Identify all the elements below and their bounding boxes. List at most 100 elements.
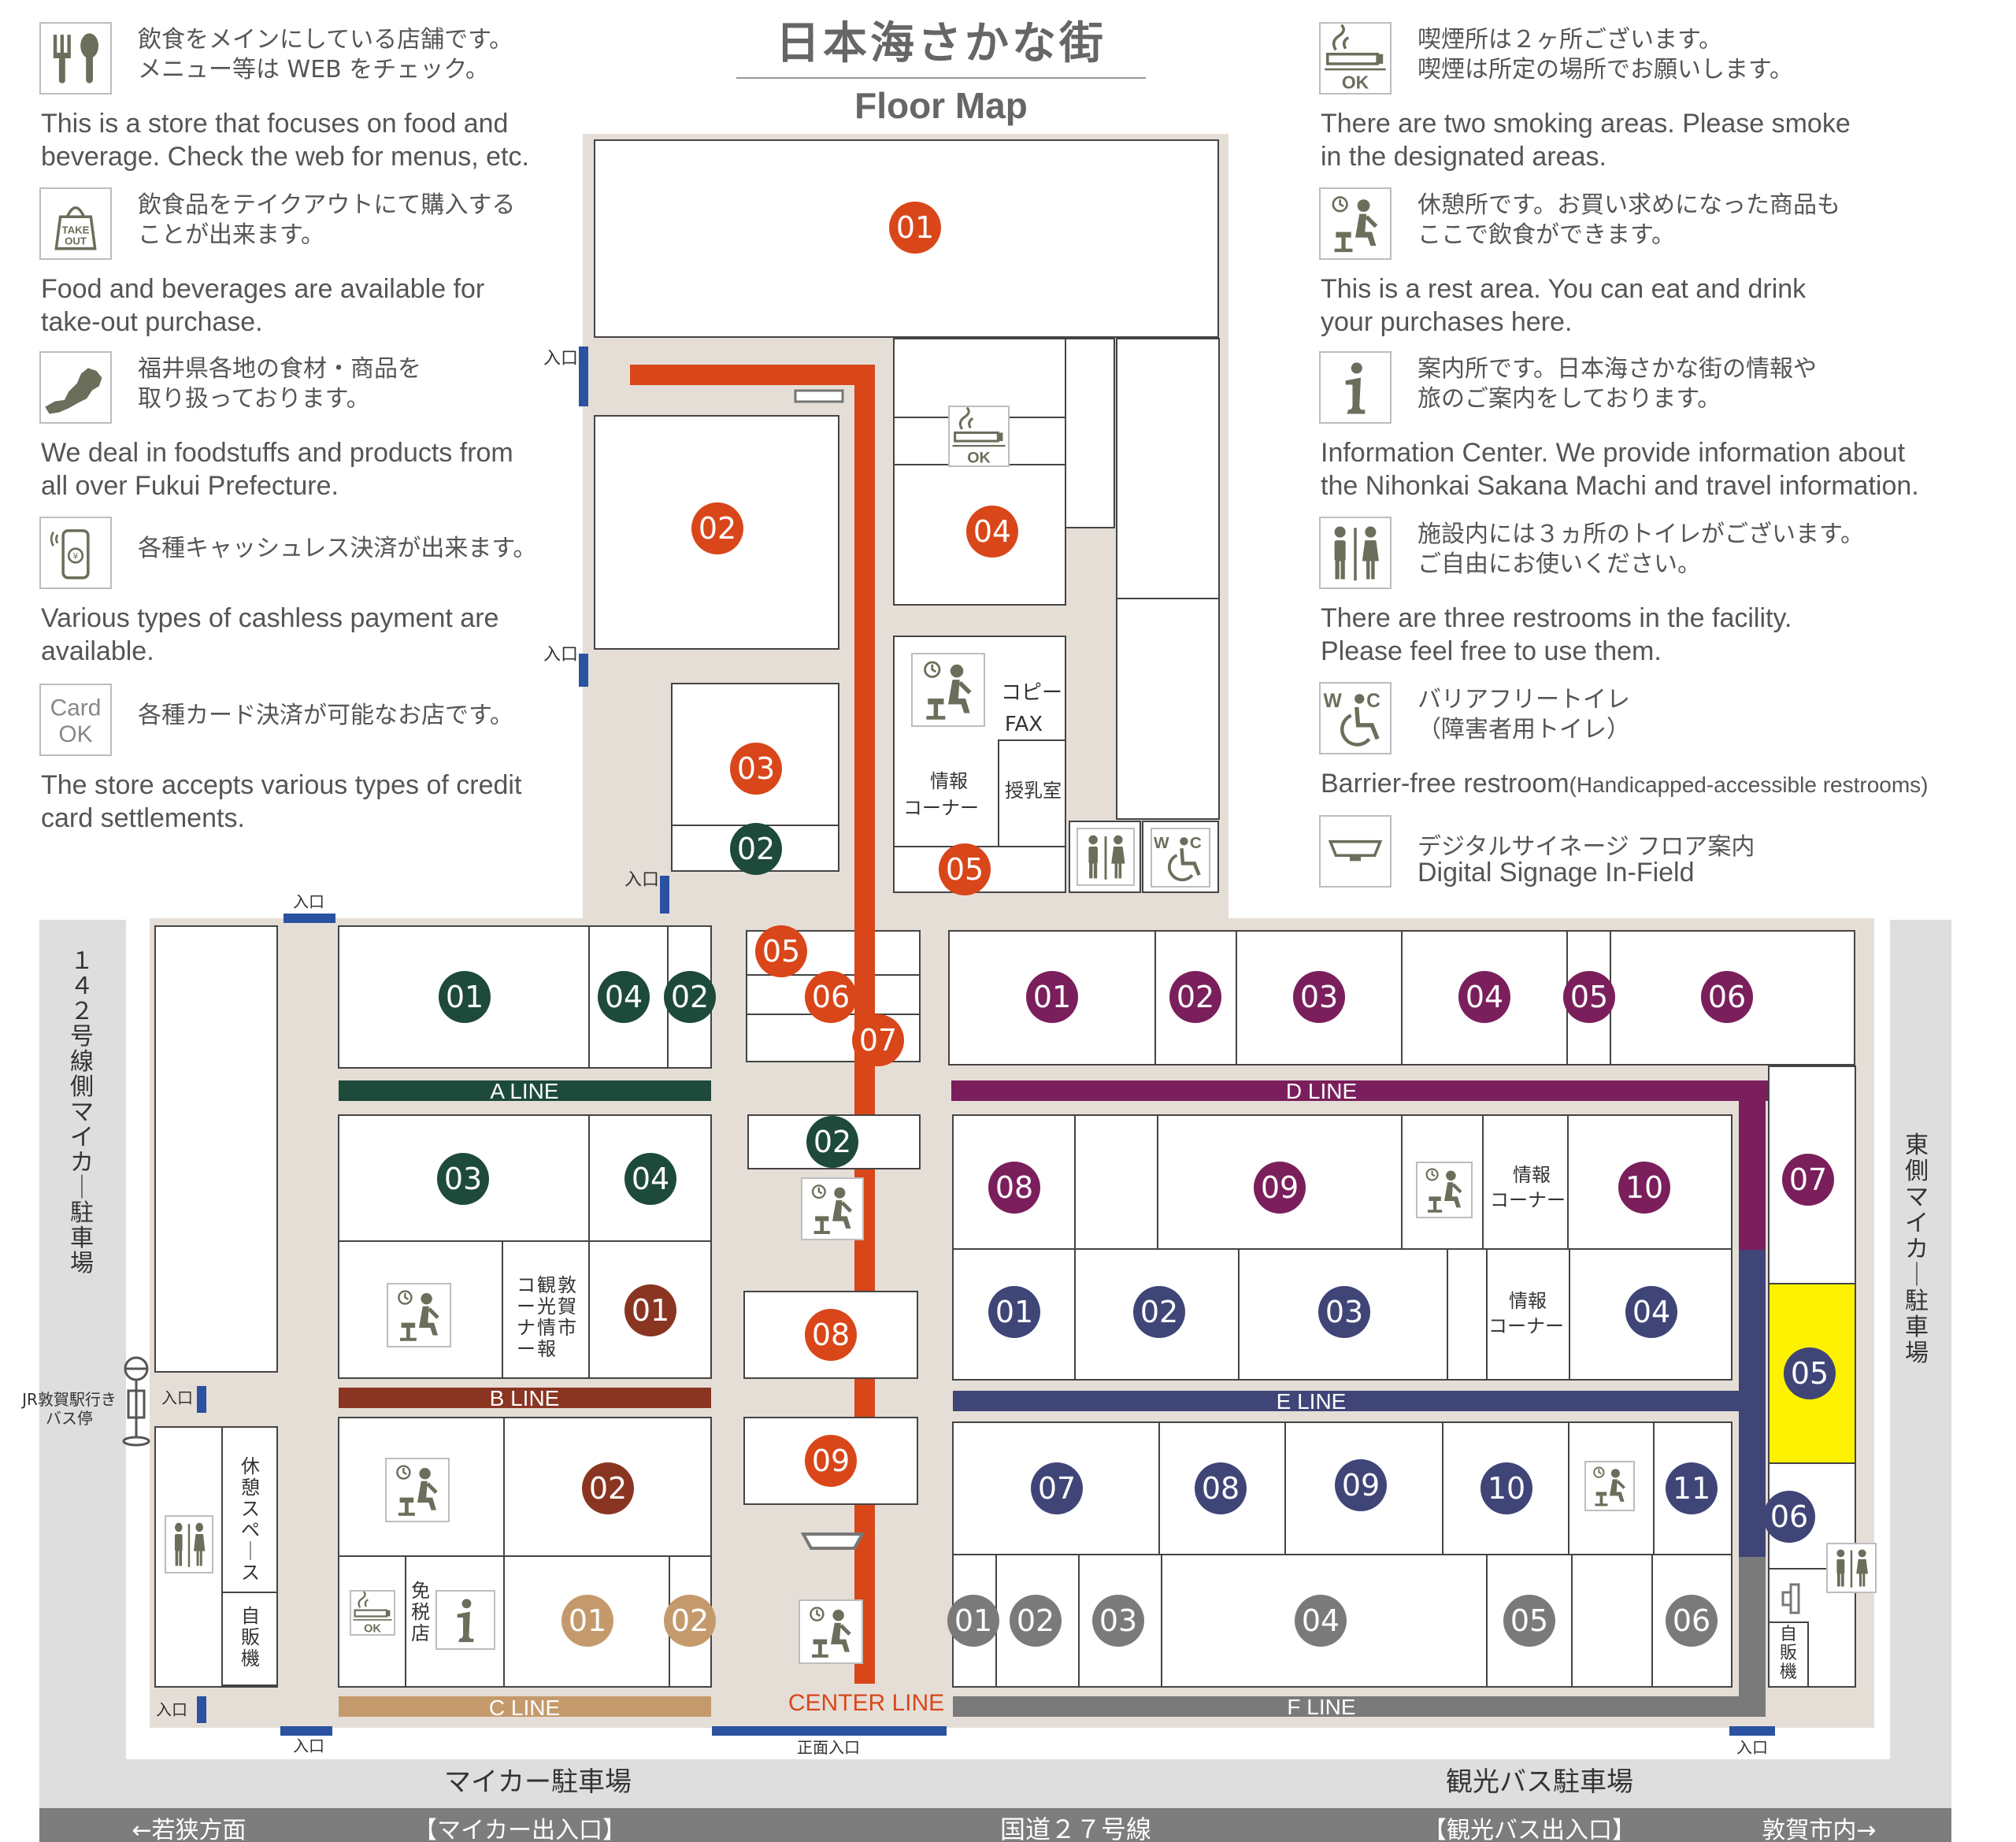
shop-circle — [730, 743, 782, 795]
rest-area-icon — [911, 653, 985, 727]
shop-number: 09 — [1261, 1170, 1299, 1205]
info-corner-d-1: 情報 — [1513, 1164, 1551, 1186]
shop-e-10: 10 — [1480, 1462, 1532, 1514]
shop-circle — [947, 1595, 999, 1647]
shop-circle — [1318, 1286, 1370, 1338]
shop-d-09: 09 — [1254, 1162, 1306, 1214]
shop-center-03: 03 — [730, 743, 782, 795]
shop-b-01: 01 — [624, 1284, 676, 1336]
shop-circle — [1195, 1462, 1247, 1514]
info-corner-d — [1482, 1114, 1569, 1250]
shop-number: 04 — [973, 514, 1011, 549]
d-line-bar — [951, 1080, 1770, 1101]
legend_right-legend-en-small-4: (Handicapped-accessible restrooms) — [1569, 773, 1929, 797]
shop-number: 05 — [762, 934, 800, 969]
icon-frame — [1416, 1162, 1473, 1218]
entrance-north-1-label: 入口 — [543, 349, 578, 369]
legend_right-legend-en-1: This is a rest area. You can eat and dri… — [1321, 272, 1806, 339]
shop-e-03: 03 — [1318, 1286, 1370, 1338]
shop-circle — [1666, 1595, 1718, 1647]
shop-number: 02 — [699, 511, 736, 546]
shop-number: 03 — [444, 1162, 482, 1196]
shop-number: 02 — [671, 1603, 709, 1638]
legend_left-legend-jp-1: 飲食品をテイクアウトにて購入する ことが出来ます。 — [138, 191, 516, 249]
e-line-bar — [953, 1391, 1739, 1411]
west-vending — [221, 1592, 278, 1686]
shop-a-02: 02 — [664, 971, 716, 1023]
shop-d-07: 07 — [1782, 1154, 1834, 1206]
shop-e-02: 02 — [1133, 1286, 1185, 1338]
entrance-sw — [197, 1696, 206, 1723]
shop-number: 02 — [1140, 1295, 1178, 1329]
entrance-south-west — [280, 1726, 332, 1736]
shop-f-06: 06 — [1666, 1595, 1718, 1647]
entrance-north-3-label: 入口 — [624, 870, 659, 890]
icon-frame — [911, 653, 985, 727]
shop-circle — [437, 1153, 489, 1205]
shop-circle — [1169, 971, 1221, 1023]
shop-number: 10 — [1625, 1170, 1663, 1205]
legend_left-legend-en-1: Food and beverages are available for tak… — [41, 272, 484, 339]
legend_right-legend-en-text-0: There are two smoking areas. Please smok… — [1321, 109, 1851, 172]
shop-number: 04 — [1466, 980, 1503, 1014]
shop-circle — [730, 823, 782, 875]
legend_right-legend-jp-1: 休憩所です。お買い求めになった商品も ここで飲食ができます。 — [1418, 191, 1840, 249]
shop-number: 02 — [671, 980, 709, 1014]
info-corner-e — [1486, 1248, 1570, 1381]
shop-number: 04 — [1302, 1603, 1340, 1638]
tourism-corner — [502, 1240, 590, 1379]
shop-d-06: 06 — [1701, 971, 1753, 1023]
shop-a-03: 03 — [437, 1153, 489, 1205]
svg-text:TAKE: TAKE — [62, 224, 90, 235]
smoking-ok-icon: OK — [1319, 22, 1392, 95]
shop-d-02: 02 — [1169, 971, 1221, 1023]
smoking-ok-icon: OK — [350, 1590, 395, 1636]
legend_left-legend-en-text-3: Various types of cashless payment are av… — [41, 603, 499, 666]
legend_right-legend-en-5: Digital Signage In-Field — [1418, 856, 1695, 889]
svg-text:W: W — [1324, 691, 1343, 712]
shop-number: 08 — [812, 1318, 850, 1352]
legend_left-legend-jp-4: 各種カード決済が可能なお店です。 — [138, 702, 513, 729]
entrance-south-west-label: 入口 — [293, 1736, 324, 1755]
shop-center-04: 04 — [966, 506, 1018, 558]
north-corridor-shop — [1065, 338, 1115, 528]
shop-b-02: 02 — [582, 1462, 634, 1514]
center-line-label: CENTER LINE — [788, 1690, 944, 1716]
shop-number: 01 — [995, 1295, 1033, 1329]
shop-d-08: 08 — [988, 1162, 1040, 1214]
shop-circle — [755, 925, 807, 977]
shop-e-04: 04 — [1625, 1286, 1677, 1338]
shop-number: 01 — [446, 980, 484, 1014]
shop-circle — [664, 1595, 716, 1647]
shop-number: 10 — [1488, 1471, 1525, 1506]
shop-circle — [1293, 971, 1345, 1023]
title-jp: 日本海さかな街 — [776, 17, 1106, 69]
info-corner-label-1: 情報 — [930, 770, 968, 792]
c-line-bar — [339, 1696, 711, 1717]
shop-center-05b: 05 — [755, 925, 807, 977]
rest-area-icon — [1584, 1461, 1635, 1511]
signage-north — [794, 389, 844, 403]
shop-number: 06 — [1673, 1603, 1710, 1638]
icon-frame — [1584, 1461, 1635, 1511]
a-line-label: A LINE — [490, 1079, 558, 1103]
shop-number: 01 — [954, 1603, 992, 1638]
shop-d-05: 05 — [1563, 971, 1615, 1023]
shop-number: 04 — [605, 980, 643, 1014]
copy-label: コピー — [1001, 681, 1062, 705]
legend_left-legend-en-text-4: The store accepts various types of credi… — [41, 770, 522, 833]
shop-c-01: 01 — [561, 1595, 613, 1647]
shop-center-08: 08 — [805, 1309, 857, 1361]
nursing-room-label: 授乳室 — [1005, 780, 1062, 802]
shop-number: 05 — [1791, 1356, 1829, 1391]
rest-area-icon — [801, 1177, 864, 1240]
shop-a-04b: 04 — [624, 1153, 676, 1205]
shop-circle — [1133, 1286, 1185, 1338]
shop-number: 03 — [1325, 1295, 1363, 1329]
shop-circle — [988, 1286, 1040, 1338]
shop-number: 02 — [1017, 1603, 1054, 1638]
